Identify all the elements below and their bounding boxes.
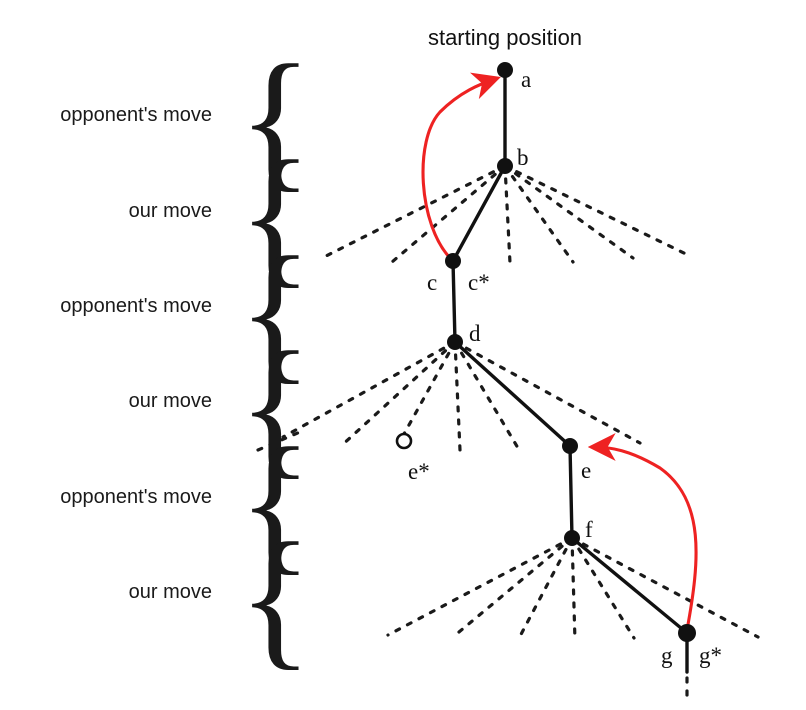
row-label-3: opponent's move — [60, 295, 212, 317]
edge-e-f — [568, 444, 574, 540]
node-label-c: c — [427, 270, 438, 295]
dashed-branch-f-17 — [570, 536, 760, 639]
tree-nodes — [395, 62, 696, 642]
node-f — [564, 530, 580, 546]
node-d — [447, 334, 463, 350]
node-label-a: a — [521, 67, 532, 92]
highlight-arrows — [421, 72, 698, 632]
dashed-branch-d-9 — [453, 340, 462, 452]
dashed-branch-d-8 — [402, 340, 457, 436]
row-label-5: opponent's move — [60, 486, 212, 508]
highlight-arrow-c-to-a — [421, 72, 501, 261]
node-label-d: d — [469, 321, 481, 346]
edge-c-d — [451, 259, 457, 344]
dashed-branch-f-12 — [386, 536, 574, 637]
node-label-estar: e* — [408, 459, 430, 484]
dashed-branch-f-16 — [570, 536, 636, 640]
node-label-gstar: g* — [699, 643, 722, 668]
page-title: starting position — [427, 25, 583, 50]
node-e — [562, 438, 578, 454]
node-a — [497, 62, 513, 78]
dashed-branch-d-11 — [453, 340, 642, 445]
node-label-b: b — [517, 145, 529, 170]
row-label-6: our move — [128, 581, 212, 603]
dashed-branch-b-3 — [503, 164, 575, 264]
dashed-branch-b-1 — [390, 164, 507, 264]
node-b — [497, 158, 513, 174]
row-label-1: opponent's move — [60, 104, 212, 126]
highlight-arrow-g-to-e — [587, 433, 698, 632]
node-label-f: f — [585, 517, 593, 542]
dashed-branches — [256, 164, 760, 702]
node-c — [445, 253, 461, 269]
dashed-branch-f-14 — [516, 536, 574, 642]
node-estar_circle — [395, 432, 413, 450]
node-label-e: e — [581, 458, 592, 483]
dashed-branch-f-13 — [451, 536, 574, 639]
row-label-4: our move — [128, 390, 212, 412]
row-label-2: our move — [128, 200, 212, 222]
node-g — [678, 624, 696, 642]
edge-f-g — [570, 536, 689, 635]
edge-d-e — [453, 340, 572, 448]
edge-b-c — [451, 164, 507, 263]
node-label-g: g — [661, 643, 673, 668]
dashed-branch-f-15 — [570, 536, 577, 643]
dashed-branch-d-10 — [453, 340, 520, 450]
principal-variation-edges — [451, 68, 689, 674]
node-label-cstar: c* — [468, 270, 490, 295]
dashed-branch-d-7 — [338, 340, 457, 449]
dashed-branch-b-0 — [320, 164, 507, 260]
dashed-branch-b-5 — [503, 164, 688, 256]
dashed-branch-b-2 — [503, 164, 512, 265]
dashed-branch-b-4 — [503, 164, 635, 260]
dashed-branch-stray-row4-18 — [256, 430, 302, 452]
